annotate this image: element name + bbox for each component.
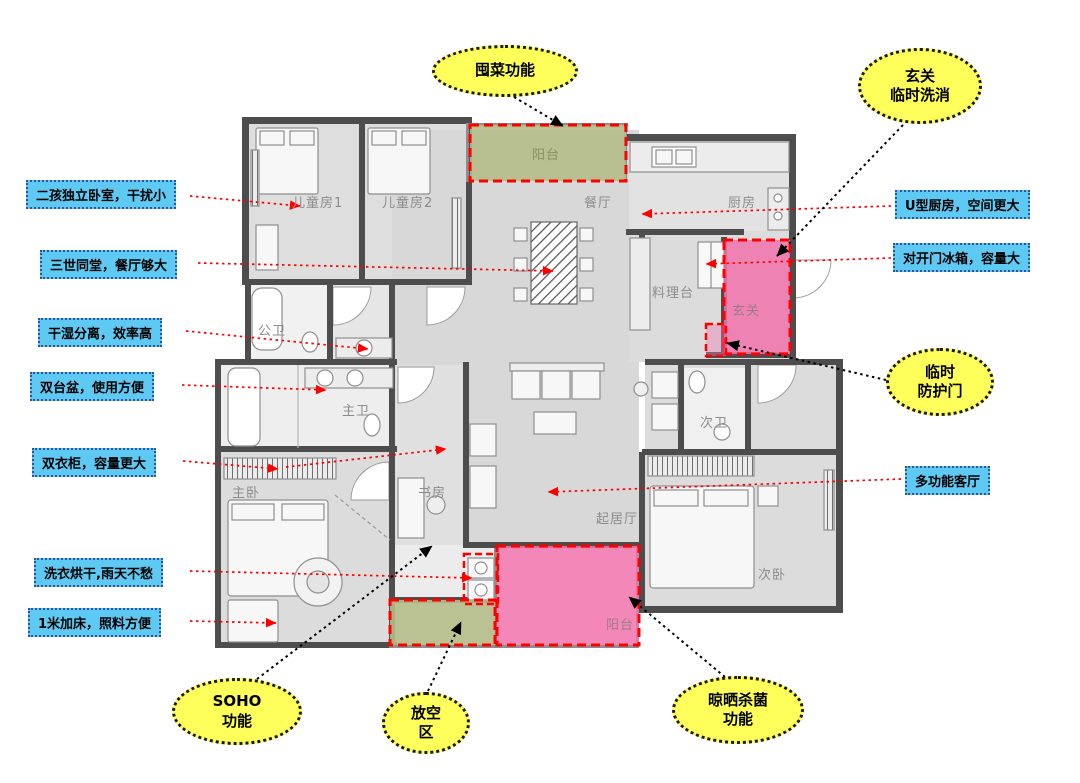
highlight-relax-zone [388,598,497,647]
bubble-relax-zone-line1: 放空 [410,703,441,722]
callout-fridge: 对开门冰箱，容量大 [893,243,1031,272]
callout-extra-bed: 1米加床，照料方便 [28,608,162,637]
bubble-entry-wash-line1: 玄关 [904,66,935,85]
room-label-balcony-top: 阳台 [532,148,561,163]
bubble-dry-sterilize-line1: 晾晒杀菌 [707,690,768,709]
bubble-relax-zone: 放空 区 [382,692,470,754]
highlight-balcony-top [468,123,628,183]
arrows-black [256,96,904,692]
arrows-red [181,195,902,628]
room-label-balcony-bottom: 阳台 [606,618,635,633]
highlight-balcony-bottom [495,544,641,647]
bubble-protective-door-line2: 防护门 [917,382,963,400]
room-label-master-bath: 主卫 [342,404,371,419]
room-label-second-bed: 次卧 [758,568,787,583]
room-label-kitchen: 厨房 [728,196,757,211]
bubble-soho-line1: SOHO [212,692,262,710]
highlight-protective-door [704,322,728,358]
bubble-stock-food-text: 囤菜功能 [474,61,535,80]
highlight-foyer [722,238,792,356]
bubble-protective-door-line1: 临时 [924,362,955,381]
door-arcs [332,259,832,501]
bubble-entry-wash-line2: 临时洗消 [889,86,950,104]
room-label-living: 起居厅 [596,512,639,527]
room-label-second-bath: 次卫 [700,416,729,431]
room-label-foyer: 玄关 [732,304,761,319]
room-label-kids2: 儿童房2 [382,196,434,211]
room-label-public-bath: 公卫 [258,324,287,339]
callout-washer-dryer: 洗衣烘干,雨天不愁 [34,558,163,587]
room-label-counter: 料理台 [652,286,695,301]
room-label-kids1: 儿童房1 [292,196,344,211]
highlight-zones [388,123,792,647]
room-label-dining: 餐厅 [584,196,613,211]
room-label-study: 书房 [418,486,447,501]
bubble-soho-line2: 功能 [221,711,252,730]
callout-living-room: 多功能客厅 [905,466,991,495]
callout-dining-size: 三世同堂，餐厅够大 [40,250,178,279]
bubble-entry-wash: 玄关 临时洗消 [858,48,982,124]
furniture [223,127,835,643]
bubble-protective-door: 临时 防护门 [886,348,994,416]
bubble-relax-zone-line2: 区 [418,723,434,741]
callout-u-kitchen: U型厨房，空间更大 [895,190,1030,219]
callout-double-sink: 双台盆，使用方便 [30,372,155,401]
bubble-stock-food: 囤菜功能 [432,45,578,97]
callout-wet-dry: 干湿分离，效率高 [38,318,163,347]
bubble-dry-sterilize: 晾晒杀菌 功能 [672,676,804,744]
callout-wardrobes: 双衣柜，容量更大 [32,448,157,477]
bubble-dry-sterilize-line2: 功能 [722,710,753,728]
bubble-soho: SOHO 功能 [172,678,302,745]
room-label-master-bed: 主卧 [232,486,261,501]
callout-kids-rooms: 二孩独立卧室，干扰小 [26,180,177,209]
